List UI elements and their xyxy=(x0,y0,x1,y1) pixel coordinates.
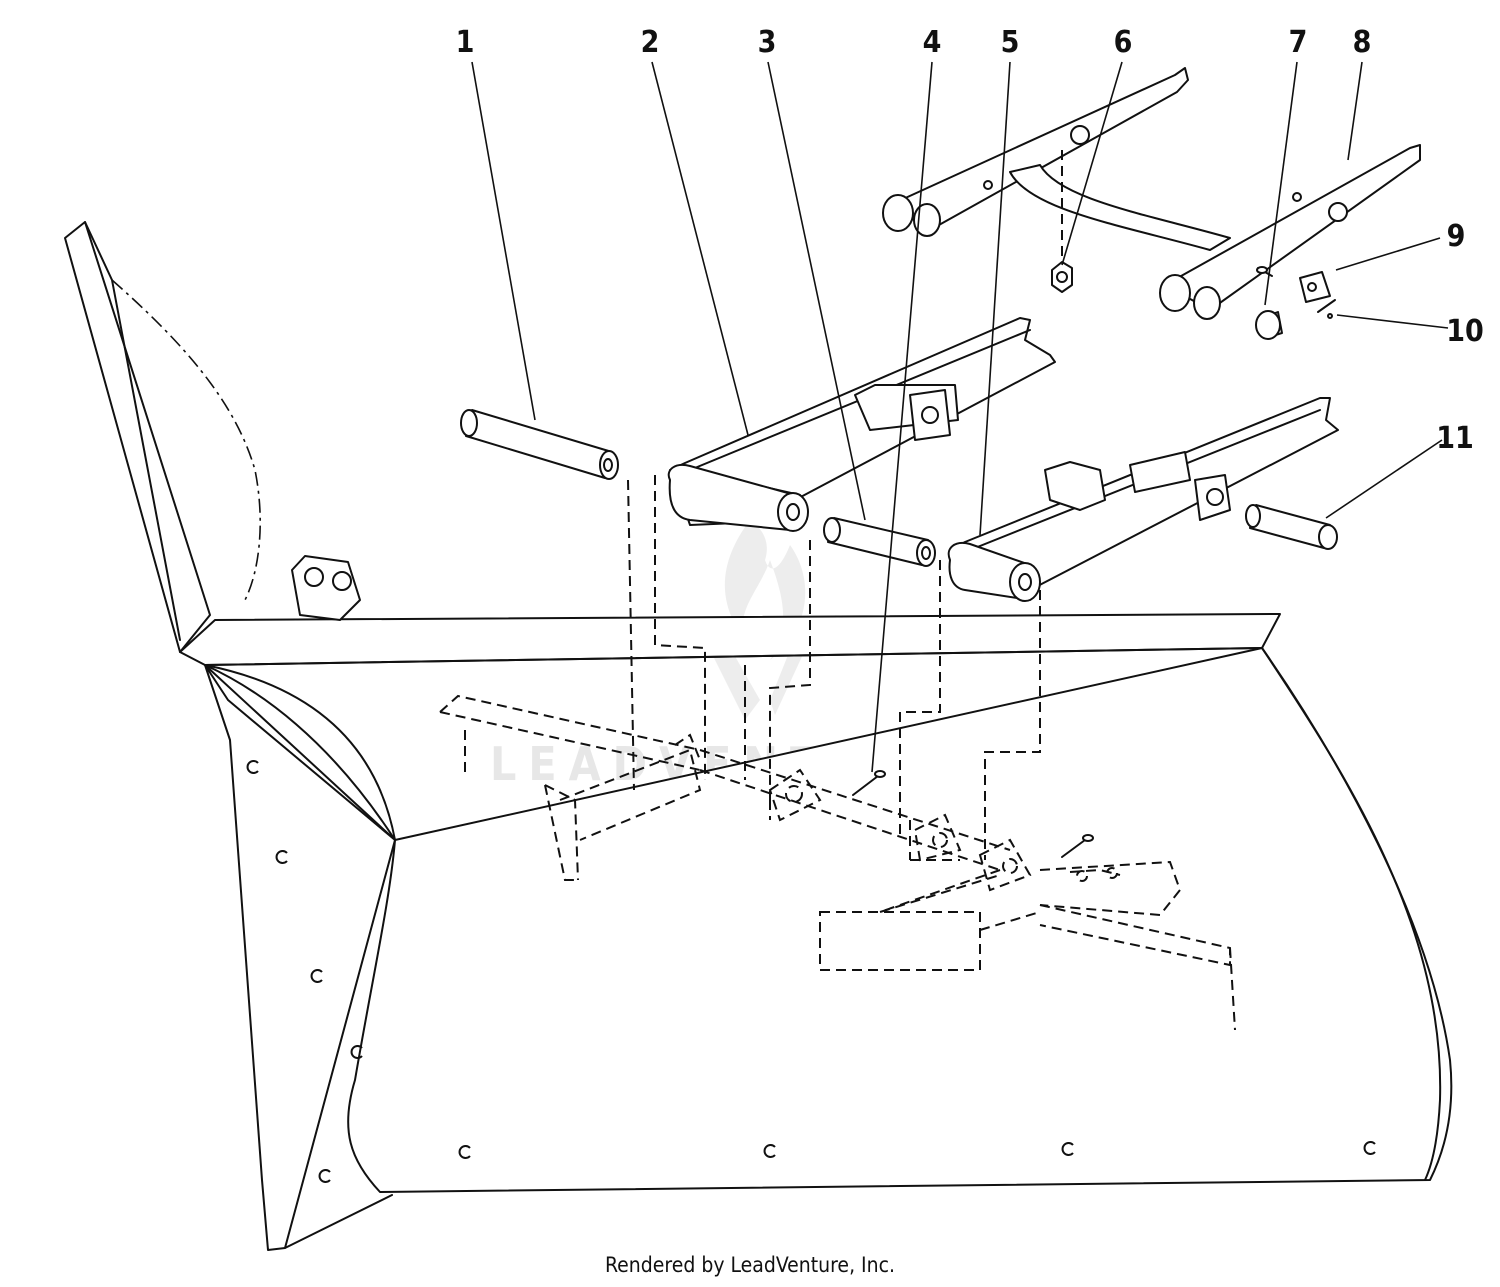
callout-3: 3 xyxy=(758,25,777,60)
part-7-bushing xyxy=(1255,266,1283,340)
part-11-pin xyxy=(1245,504,1338,550)
part-5-push-arm xyxy=(947,397,1339,602)
cotter-pin-4 xyxy=(852,770,886,796)
callout-10: 10 xyxy=(1446,314,1484,349)
leader-lines xyxy=(471,61,1449,773)
callout-2: 2 xyxy=(641,25,660,60)
callout-8: 8 xyxy=(1353,25,1372,60)
callout-7: 7 xyxy=(1289,25,1308,60)
callout-6: 6 xyxy=(1114,25,1133,60)
callouts: 1 2 3 4 5 6 7 8 9 10 11 xyxy=(456,25,1484,456)
callout-4: 4 xyxy=(923,25,942,60)
part-9-washer xyxy=(1299,271,1331,303)
part-3-pin xyxy=(823,517,936,567)
part-1-pin xyxy=(460,409,619,480)
callout-5: 5 xyxy=(1001,25,1020,60)
part-2-push-arm xyxy=(667,317,1056,532)
part-8-a-frame xyxy=(882,67,1421,320)
callout-9: 9 xyxy=(1447,219,1466,254)
part-6-nut xyxy=(1051,150,1073,293)
hidden-frame xyxy=(439,475,1236,1031)
blade xyxy=(64,221,1453,1251)
cotter-pin-mount xyxy=(1061,834,1094,858)
part-10-cotter-pin xyxy=(1317,299,1336,319)
callout-11: 11 xyxy=(1436,421,1474,456)
credit-text: Rendered by LeadVenture, Inc. xyxy=(605,1253,895,1277)
callout-1: 1 xyxy=(456,25,475,60)
